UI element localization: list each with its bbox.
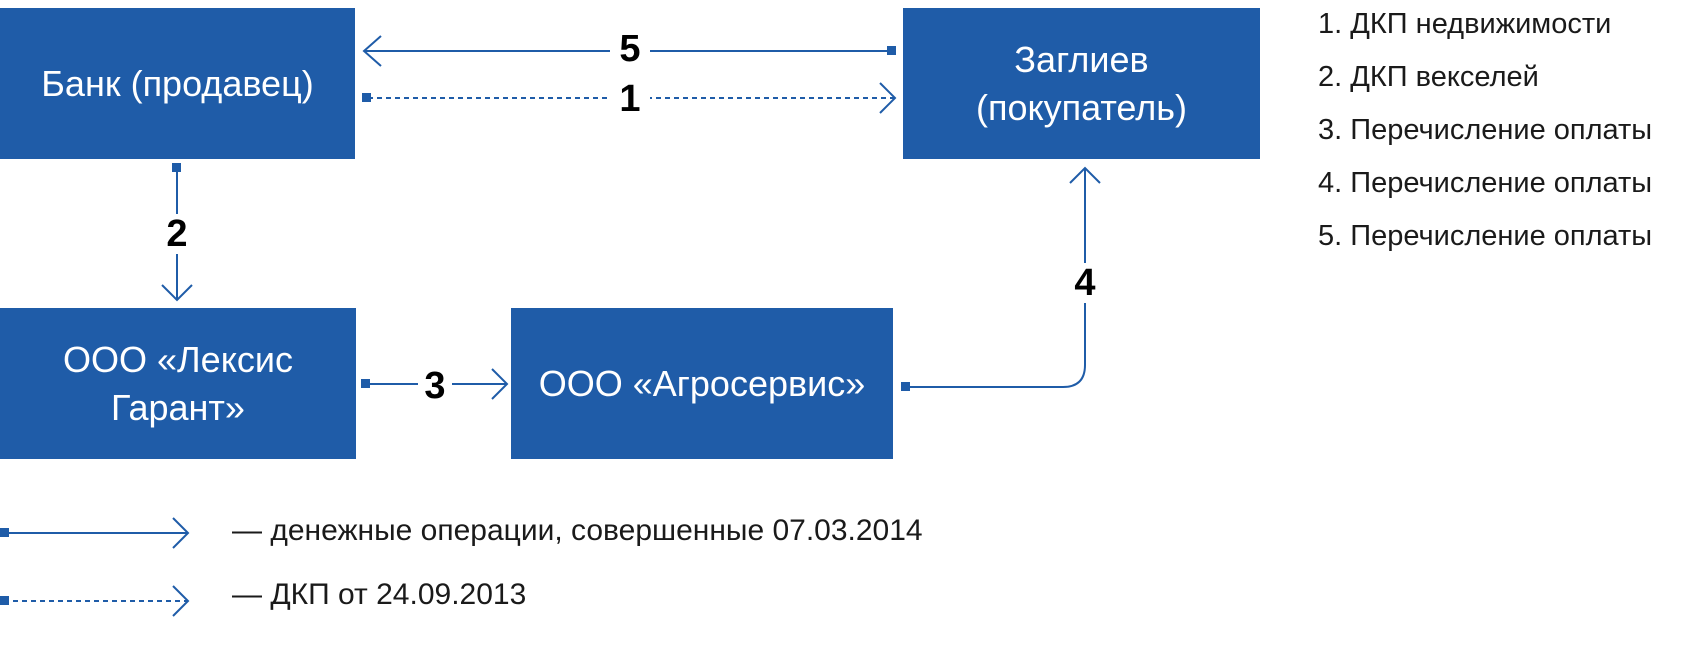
node-zagliev-line-1: Заглиев <box>1014 38 1149 80</box>
node-leksis: ООО «Лексис Гарант» <box>0 308 356 459</box>
node-leksis-line-2: Гарант» <box>111 386 245 428</box>
node-bank-line-1: Банк (продавец) <box>41 62 314 104</box>
edge-4 <box>901 166 1101 391</box>
node-leksis-line-1: ООО «Лексис <box>63 338 293 380</box>
note-item: 5. Перечисление оплаты <box>1318 220 1653 252</box>
node-bank: Банк (продавец) <box>0 8 355 159</box>
edge-1-label: 1 <box>610 79 650 119</box>
note-item: 4. Перечисление оплаты <box>1318 167 1653 199</box>
edge-2-label: 2 <box>157 214 197 254</box>
node-zagliev-line-2: (покупатель) <box>975 86 1188 128</box>
legend-dashed-sample <box>0 585 190 617</box>
legend-solid-sample <box>0 517 190 549</box>
note-item: 2. ДКП векселей <box>1318 61 1539 93</box>
edge-5-label: 5 <box>610 29 650 69</box>
node-agroservice-line-1: ООО «Агросервис» <box>538 362 866 404</box>
legend-dashed-text: — ДКП от 24.09.2013 <box>232 578 527 611</box>
edge-4-label: 4 <box>1065 263 1105 303</box>
edge-notes-list: 1. ДКП недвижимости 2. ДКП векселей 3. П… <box>1318 4 1652 269</box>
edge-3-label: 3 <box>418 366 452 406</box>
node-agroservice: ООО «Агросервис» <box>511 308 893 459</box>
note-item: 1. ДКП недвижимости <box>1318 8 1612 40</box>
node-zagliev: Заглиев (покупатель) <box>903 8 1260 159</box>
legend-solid-text: — денежные операции, совершенные 07.03.2… <box>232 514 923 547</box>
note-item: 3. Перечисление оплаты <box>1318 114 1653 146</box>
